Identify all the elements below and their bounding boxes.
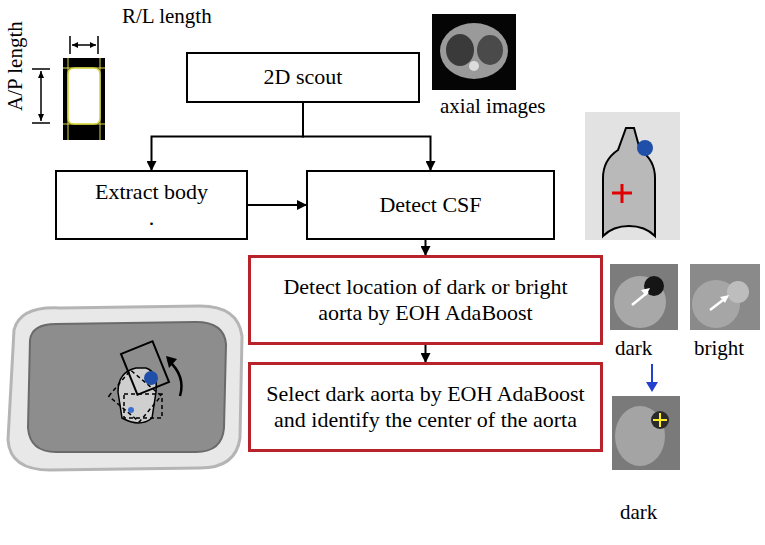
box-text: Select dark aorta by EOH AdaBoost and id… xyxy=(261,381,590,434)
body-cross-section xyxy=(8,306,242,470)
csf-illustration xyxy=(585,112,680,240)
image-label: dark xyxy=(615,336,652,360)
dimension-label: A/P length xyxy=(3,21,27,111)
process-box: Detect location of dark or bright aorta … xyxy=(248,255,603,345)
image-label: dark xyxy=(620,500,657,524)
process-box: Detect CSF xyxy=(306,170,555,240)
image-label: R/L length xyxy=(122,4,212,28)
flow-arrow xyxy=(303,103,431,170)
flow-arrow xyxy=(425,240,427,255)
flow-arrow xyxy=(248,204,306,206)
body-mask-icon xyxy=(32,36,105,140)
axial-image xyxy=(432,14,516,90)
box-text: 2D scout xyxy=(264,64,343,90)
flow-arrow xyxy=(152,103,304,170)
box-text: Extract body xyxy=(95,179,208,205)
process-box: 2D scout xyxy=(186,52,420,103)
process-box: Extract body. xyxy=(55,170,248,240)
image-label: axial images xyxy=(440,94,546,118)
box-text: Detect CSF xyxy=(379,192,481,218)
box-text: Detect location of dark or bright aorta … xyxy=(261,274,590,327)
flow-arrow xyxy=(425,345,427,362)
box-text: . xyxy=(149,205,155,231)
aorta-images xyxy=(610,264,760,470)
process-box: Select dark aorta by EOH AdaBoost and id… xyxy=(248,362,603,452)
image-label: bright xyxy=(694,336,744,360)
